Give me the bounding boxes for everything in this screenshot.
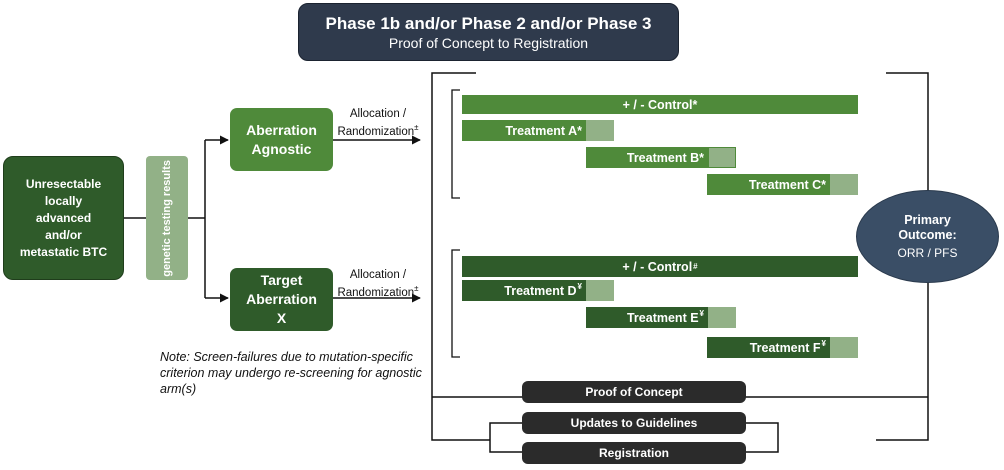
treatment-b-label: Treatment B [626, 150, 700, 165]
stage-proof-of-concept: Proof of Concept [522, 381, 746, 403]
treatment-a-mark: * [577, 123, 582, 138]
treatment-f-bar: Treatment F¥ [707, 337, 830, 358]
arm-aberration-agnostic: Aberration Agnostic [230, 108, 333, 171]
screening-box: genetic testing results [146, 156, 188, 280]
treatment-e-mark: ¥ [699, 309, 704, 318]
title-box: Phase 1b and/or Phase 2 and/or Phase 3 P… [298, 3, 679, 61]
treatment-f-extension [830, 337, 858, 358]
control-bar-upper: + / - Control* [462, 95, 858, 114]
allocation-line2: Randomization± [328, 121, 428, 139]
allocation-label-upper: Allocation / Randomization± [328, 107, 428, 139]
title-main: Phase 1b and/or Phase 2 and/or Phase 3 [325, 13, 652, 33]
control-bar-lower: + / - Control# [462, 256, 858, 277]
arm-agnostic-label: Aberration Agnostic [246, 121, 317, 157]
allocation-mark: ± [414, 284, 419, 293]
treatment-c-label: Treatment C [748, 177, 822, 192]
treatment-d-bar: Treatment D¥ [462, 280, 586, 301]
allocation-word: Randomization [337, 286, 415, 299]
control-mark-upper: * [692, 97, 698, 112]
treatment-c-extension [830, 174, 858, 195]
arm-target-label: Target Aberration X [246, 272, 317, 326]
title-sub: Proof of Concept to Registration [388, 34, 589, 51]
stage-registration: Registration [522, 442, 746, 464]
stage-updates-to-guidelines: Updates to Guidelines [522, 412, 746, 434]
allocation-line1: Allocation / [349, 108, 407, 120]
allocation-line1: Allocation / [349, 269, 407, 281]
arm-target-aberration: Target Aberration X [230, 268, 333, 331]
allocation-label-lower: Allocation / Randomization± [328, 268, 428, 300]
treatment-a-bar: Treatment A* [462, 120, 586, 141]
screen-failure-note: Note: Screen-failures due to mutation-sp… [160, 350, 422, 396]
outcome-measures: ORR / PFS [897, 245, 958, 260]
control-mark-lower: # [693, 262, 698, 271]
control-label-upper: + / - Control [622, 97, 693, 112]
screening-label: genetic testing results [161, 159, 173, 277]
treatment-f-mark: ¥ [821, 339, 826, 348]
treatment-d-extension [586, 280, 614, 301]
treatment-e-label: Treatment E [626, 310, 699, 325]
primary-outcome-oval: Primary Outcome: ORR / PFS [856, 190, 999, 283]
treatment-c-mark: * [821, 177, 826, 192]
treatment-a-label: Treatment A [505, 123, 578, 138]
control-label-lower: + / - Control [622, 259, 693, 274]
population-label: Unresectable locally advanced and/or met… [19, 176, 108, 259]
treatment-e-extension [708, 307, 736, 328]
treatment-b-bar: Treatment B* [586, 147, 708, 168]
allocation-line2: Randomization± [328, 282, 428, 300]
allocation-word: Randomization [337, 125, 415, 138]
outcome-title: Primary Outcome: [898, 212, 957, 242]
population-box: Unresectable locally advanced and/or met… [3, 156, 124, 280]
treatment-f-label: Treatment F [749, 340, 821, 355]
treatment-d-label: Treatment D [504, 283, 577, 298]
treatment-e-bar: Treatment E¥ [586, 307, 708, 328]
treatment-a-extension [586, 120, 614, 141]
treatment-b-extension [708, 147, 736, 168]
allocation-mark: ± [414, 123, 419, 132]
treatment-d-mark: ¥ [577, 282, 582, 291]
treatment-c-bar: Treatment C* [707, 174, 830, 195]
treatment-b-mark: * [699, 150, 704, 165]
